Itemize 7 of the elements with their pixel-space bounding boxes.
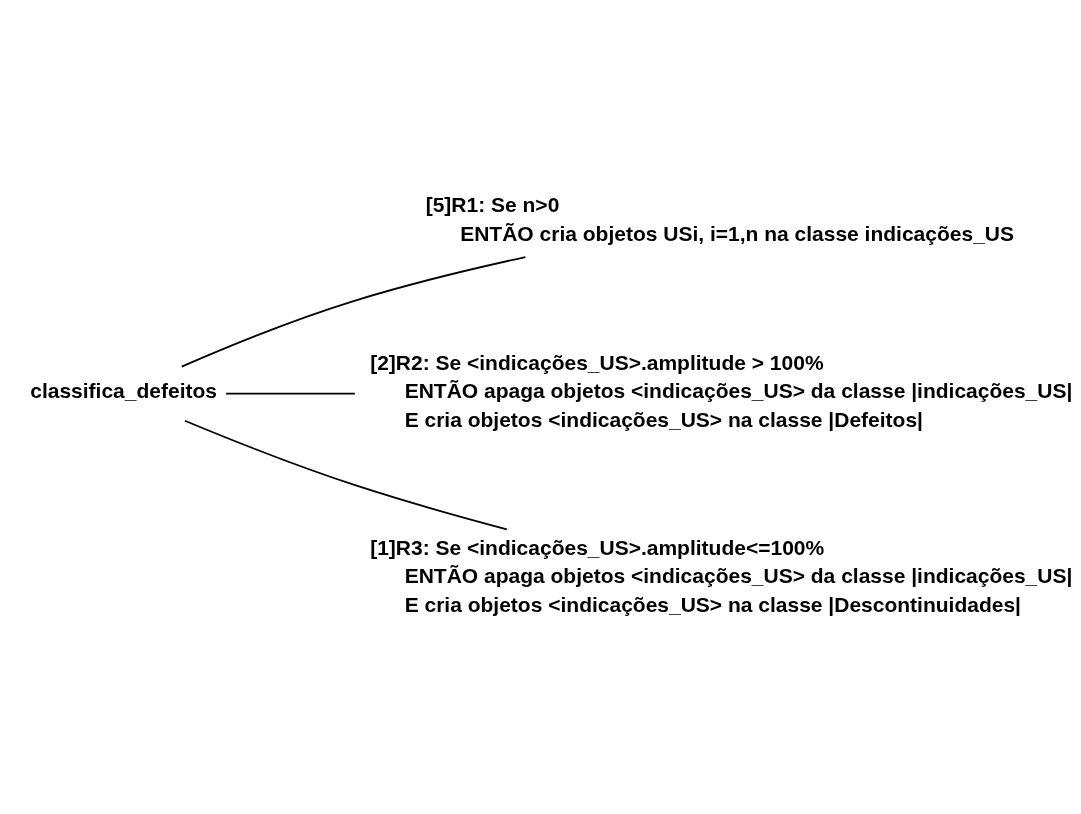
node-text: classifica_defeitos (30, 378, 217, 402)
connector (184, 419, 508, 530)
connector (225, 392, 356, 394)
connector (180, 255, 527, 367)
node-text: [5]R1: Se n>0 ENTÃO cria objetos USi, i=1,n na classe indicações_US (425, 192, 1014, 245)
node-text: [1]R3: Se <indicações_US>.amplitude<=100% ENTÃO apaga objetos <indicações_US> da classe |indicações_US| E cria objetos <indicações_US> na classe |Descontinuidades| (370, 535, 1073, 616)
node-text: [2]R2: Se <indicações_US>.amplitude > 100% ENTÃO apaga objetos <indicações_US> da classe |indicações_US| E cria objetos <indicações_US> na classe |Defeitos| (370, 350, 1073, 431)
